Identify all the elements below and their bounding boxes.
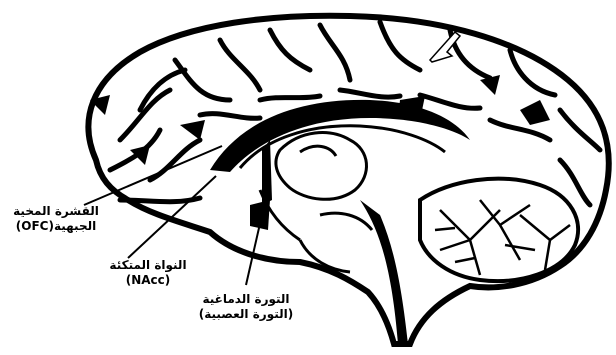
label-thalamus-line1: التورة الدماغية	[186, 292, 306, 307]
label-thalamus: التورة الدماغية (التورة العصبية)	[186, 292, 306, 322]
label-thalamus-line2: (التورة العصبية)	[186, 307, 306, 322]
label-nacc-line1: النواة المتكئة	[96, 258, 200, 273]
brain-outline	[88, 16, 608, 344]
label-ofc-line1: القشرة المخية	[6, 204, 106, 219]
label-ofc: القشرة المخية الجبهية(OFC)	[6, 204, 106, 234]
cerebellum	[420, 179, 578, 281]
label-ofc-line2: الجبهية(OFC)	[6, 219, 106, 234]
label-nacc-line2: (NAcc)	[96, 273, 200, 288]
label-nacc: النواة المتكئة (NAcc)	[96, 258, 200, 288]
